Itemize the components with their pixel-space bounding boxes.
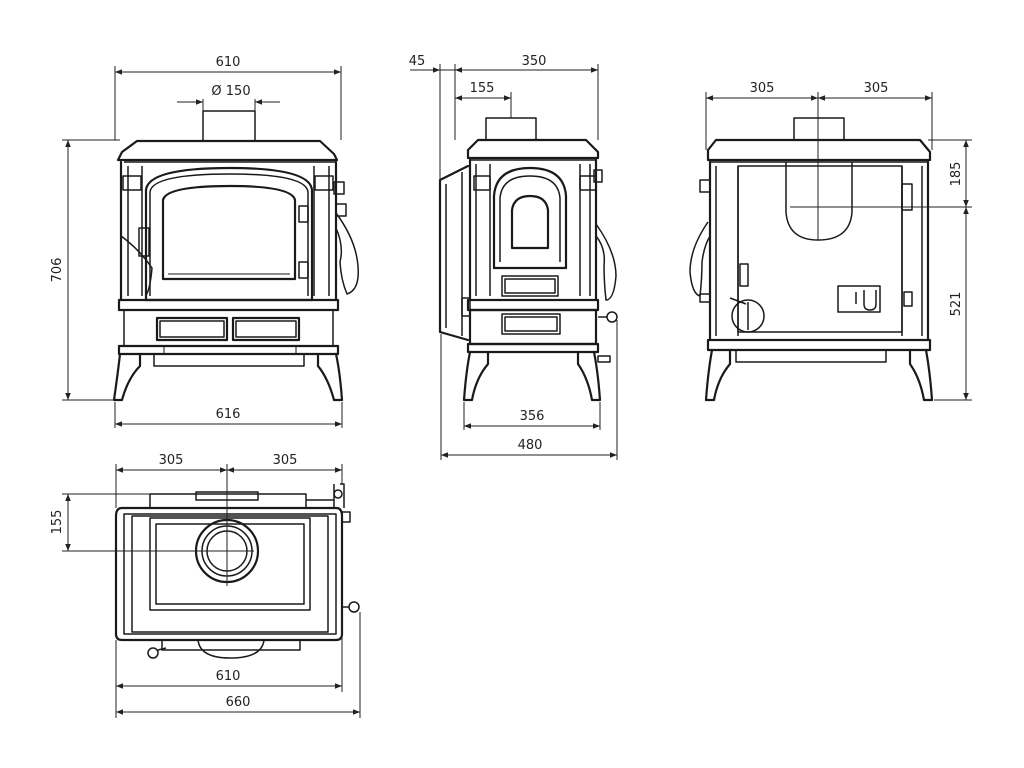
label-top-total-width: 660 [226, 695, 251, 710]
label-top-flue-offset: 155 [50, 510, 65, 535]
side-back-panel [438, 164, 470, 342]
label-top-right-half: 305 [273, 453, 298, 468]
side-leg-right [576, 350, 602, 402]
front-body [119, 160, 338, 302]
rear-leg-right [908, 348, 934, 402]
label-rear-top-drop: 185 [949, 162, 964, 187]
top-view: 305 305 155 610 660 [50, 453, 361, 718]
rear-view: 305 305 185 521 [689, 81, 972, 402]
label-side-base-depth: 356 [520, 409, 545, 424]
label-front-base-width: 616 [216, 407, 241, 422]
rear-flue-opening [785, 162, 853, 241]
side-door-window [492, 166, 568, 270]
rear-air-intake [731, 299, 765, 333]
rear-handle [689, 221, 711, 297]
side-flue-pipe [485, 117, 537, 141]
front-flue-pipe [202, 110, 256, 142]
front-mid-band [117, 298, 340, 312]
front-leg-right [316, 352, 344, 402]
front-door-glass [161, 184, 297, 281]
label-side-flue-offset: 155 [470, 81, 495, 96]
label-rear-right-half: 305 [864, 81, 889, 96]
rear-label-plate [837, 285, 881, 313]
top-front-handle [161, 640, 301, 651]
front-door-frame [144, 166, 314, 302]
side-handle [595, 223, 617, 301]
label-side-depth-top: 350 [522, 54, 547, 69]
front-view: 610 Ø 150 706 616 [50, 55, 360, 428]
label-top-body-width: 610 [216, 669, 241, 684]
front-ash-door-right [231, 316, 301, 342]
rear-body [708, 160, 930, 342]
label-front-top-width: 610 [216, 55, 241, 70]
front-door-handle [335, 212, 360, 295]
label-side-total-depth: 480 [518, 438, 543, 453]
front-ash-door-left [155, 316, 229, 342]
rear-leg-left [704, 348, 732, 402]
label-side-offset-back: 45 [409, 54, 426, 69]
label-front-flue-diameter: Ø 150 [211, 84, 250, 99]
front-leg-left [112, 352, 142, 402]
top-body-outline [114, 506, 344, 642]
label-rear-left-half: 305 [750, 81, 775, 96]
side-view: 45 350 155 356 480 [409, 54, 618, 460]
label-rear-flue-height: 521 [949, 292, 964, 317]
front-top-plate [116, 139, 339, 162]
label-front-height: 706 [50, 258, 65, 283]
rear-flue-pipe [793, 117, 845, 141]
label-top-left-half: 305 [159, 453, 184, 468]
side-leg-left [462, 350, 490, 402]
